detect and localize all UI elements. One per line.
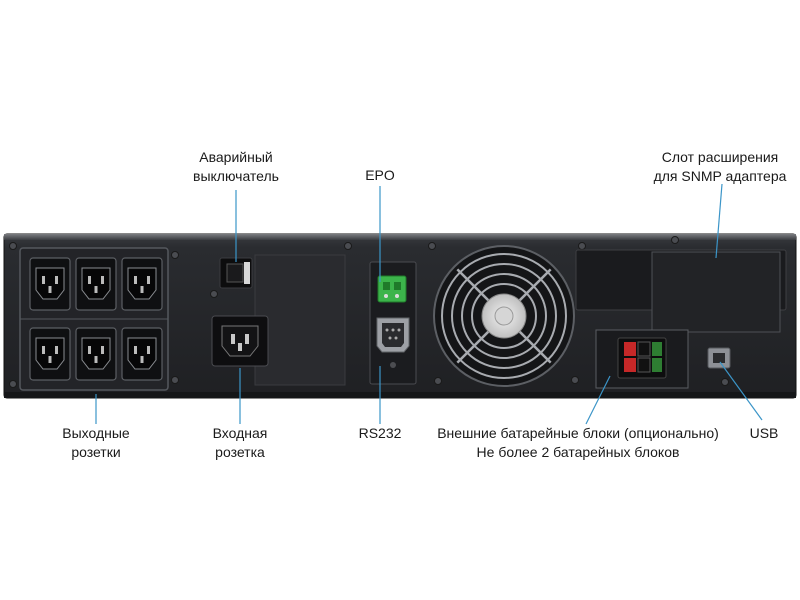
- iec-c13-socket-icon: [29, 257, 71, 311]
- input-socket: [211, 315, 269, 367]
- label-plate-area: [254, 254, 346, 386]
- label-usb-text: USB: [749, 425, 779, 441]
- label-input-line2: розетка: [215, 444, 265, 460]
- iec-c13-socket-icon: [75, 257, 117, 311]
- label-external-battery: Внешние батарейные блоки (опционально) Н…: [428, 424, 728, 462]
- label-snmp-line2: для SNMP адаптера: [653, 168, 787, 184]
- label-snmp-slot: Слот расширения для SNMP адаптера: [640, 148, 800, 186]
- label-epo-text: EPO: [365, 167, 395, 183]
- leader-lines: [95, 183, 763, 425]
- screw: [171, 251, 179, 259]
- chassis-screws: [9, 236, 749, 388]
- screw: [571, 376, 579, 384]
- label-rs232-text: RS232: [358, 425, 402, 441]
- output-socket-group: [29, 257, 163, 381]
- external-battery-connector: [595, 329, 689, 389]
- label-output-line2: розетки: [71, 444, 121, 460]
- screw: [578, 242, 586, 250]
- usb-port-icon: [707, 347, 731, 369]
- screw: [344, 242, 352, 250]
- label-epo: EPO: [350, 166, 410, 185]
- snmp-slot: [575, 249, 787, 333]
- leader-usb: [719, 361, 763, 421]
- screw: [9, 242, 17, 250]
- iec-c13-socket-icon: [121, 257, 163, 311]
- leader-battery: [585, 375, 611, 425]
- iec-c13-socket-icon: [29, 327, 71, 381]
- label-emergency-switch-line1: Аварийный: [199, 149, 273, 165]
- emergency-switch: [219, 257, 253, 289]
- label-rs232: RS232: [345, 424, 415, 443]
- label-battery-line2: Не более 2 батарейных блоков: [476, 444, 680, 460]
- iec-c13-socket-icon: [121, 327, 163, 381]
- label-snmp-line1: Слот расширения: [661, 149, 779, 165]
- label-input-socket: Входная розетка: [200, 424, 280, 462]
- fan-icon: [433, 245, 575, 387]
- label-emergency-switch: Аварийный выключатель: [176, 148, 296, 186]
- label-emergency-switch-line2: выключатель: [193, 168, 279, 184]
- epo-rs232-module: [369, 261, 417, 385]
- screw: [210, 290, 218, 298]
- screw: [434, 377, 442, 385]
- label-input-line1: Входная: [212, 425, 268, 441]
- screw: [671, 236, 679, 244]
- screw: [171, 376, 179, 384]
- screw: [721, 378, 729, 386]
- label-output-line1: Выходные: [62, 425, 130, 441]
- label-battery-line1: Внешние батарейные блоки (опционально): [437, 425, 719, 441]
- iec-c13-socket-icon: [75, 327, 117, 381]
- epo-connector: [377, 275, 407, 303]
- leader-snmp: [715, 183, 723, 259]
- label-output-sockets: Выходные розетки: [46, 424, 146, 462]
- label-usb: USB: [742, 424, 786, 443]
- screw: [428, 242, 436, 250]
- screw: [9, 380, 17, 388]
